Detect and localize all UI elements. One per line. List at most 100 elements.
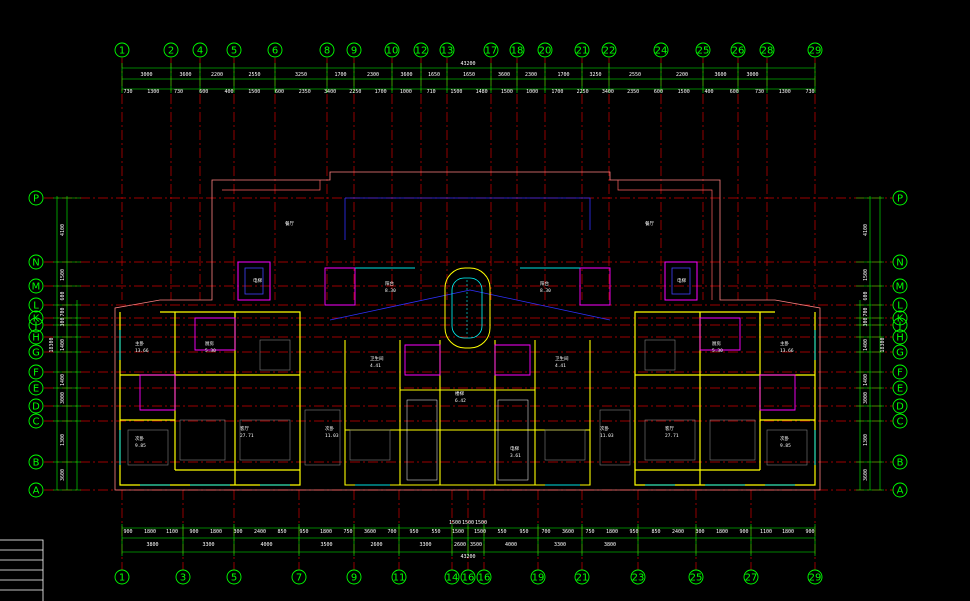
top-dimension-text: 2200 <box>676 72 688 78</box>
top-dimension-text-detail: 710 <box>427 89 436 95</box>
top-dimension-text: 3600 <box>498 72 510 78</box>
bottom-dimension-text-detail: 3600 <box>364 529 376 535</box>
right-dimension-text: 1500 <box>863 269 869 281</box>
axis-bubble-top <box>574 42 590 58</box>
svg-text:次卧: 次卧 <box>135 435 144 442</box>
axis-bubble-top <box>163 42 179 58</box>
top-dimension-text-detail: 1000 <box>400 89 412 95</box>
axis-bubble-row-label: H <box>32 333 40 344</box>
axis-bubble-bottom-label: 11 <box>393 573 406 584</box>
axis-bubble-top-label: 1 <box>119 46 125 57</box>
axis-bubble-top-label: 28 <box>761 46 774 57</box>
lower-stair-treads <box>406 399 529 481</box>
top-dimension-text-detail: 1300 <box>779 89 791 95</box>
svg-text:卫生间: 卫生间 <box>370 355 384 362</box>
axis-bubble-top <box>483 42 499 58</box>
bottom-dimension-text-detail: 950 <box>629 529 638 535</box>
axis-bubble-top <box>267 42 283 58</box>
axis-bubble-row-label: B <box>33 458 40 469</box>
axis-bubble-bottom <box>391 569 407 585</box>
axis-bubble-row <box>892 254 908 270</box>
top-dimension-text: 3250 <box>589 72 601 78</box>
axis-bubble-top <box>319 42 335 58</box>
svg-text:客厅: 客厅 <box>665 425 674 432</box>
axis-bubble-row <box>892 297 908 313</box>
bottom-dimension-text-detail: 1500 <box>452 529 464 535</box>
axis-bubble-bottom <box>807 569 823 585</box>
left-dimension-text: 300 <box>60 317 66 326</box>
axis-bubble-bottom-label: 21 <box>576 573 589 584</box>
axis-bubble-bottom <box>114 569 130 585</box>
svg-text:5.30: 5.30 <box>205 348 216 354</box>
axis-bubble-row <box>892 317 908 333</box>
svg-text:27.71: 27.71 <box>665 433 679 439</box>
axis-bubble-bottom <box>476 569 492 585</box>
dimension-ticks <box>53 63 884 556</box>
axis-bubble-top <box>759 42 775 58</box>
left-dimension-text: 3000 <box>60 392 66 404</box>
axis-bubble-row <box>892 190 908 206</box>
axis-bubble-row-label: G <box>896 348 904 359</box>
bottom-dimension-text-detail: 950 <box>299 529 308 535</box>
axis-bubble-top-label: 13 <box>441 46 454 57</box>
bottom-dimension-text-detail: 1800 <box>210 529 222 535</box>
bottom-dimension-text-detail: 700 <box>387 529 396 535</box>
right-dimension-text: 3000 <box>863 392 869 404</box>
axis-bubble-bottom <box>574 569 590 585</box>
bottom-dimension-text-detail: 2400 <box>254 529 266 535</box>
svg-text:13.66: 13.66 <box>135 348 149 354</box>
bottom-dimension-text-detail: 950 <box>519 529 528 535</box>
axis-bubble-row-label: B <box>897 458 904 469</box>
top-dimension-text: 2200 <box>211 72 223 78</box>
svg-text:次卧: 次卧 <box>325 425 334 432</box>
axis-bubble-top-label: 21 <box>576 46 589 57</box>
top-dimension-text-detail: 1480 <box>476 89 488 95</box>
top-dimension-text-detail: 600 <box>199 89 208 95</box>
bottom-center-dimension: 1500 <box>462 520 474 526</box>
axis-bubble-top-label: 17 <box>485 46 498 57</box>
top-dimension-text: 2550 <box>629 72 641 78</box>
top-dimension-text-detail: 2350 <box>299 89 311 95</box>
bottom-dimension-text: 4000 <box>505 542 517 548</box>
svg-text:5.30: 5.30 <box>712 348 723 354</box>
axis-bubble-top-label: 20 <box>539 46 552 57</box>
axis-bubble-bottom-label: 19 <box>532 573 545 584</box>
furniture-outlines <box>127 339 808 466</box>
left-dimension-text: 3600 <box>60 469 66 481</box>
upper-roof-outline <box>222 180 713 300</box>
right-dimension-text: 3600 <box>863 469 869 481</box>
right-dimension-text: 4100 <box>863 224 869 236</box>
axis-bubble-top-label: 25 <box>697 46 710 57</box>
bottom-dimension-text-detail: 900 <box>123 529 132 535</box>
bottom-dimension-text-detail: 300 <box>233 529 242 535</box>
axis-bubble-row <box>892 364 908 380</box>
axis-bubble-row <box>28 190 44 206</box>
top-dimension-text-detail: 600 <box>654 89 663 95</box>
top-dimension-text: 2300 <box>525 72 537 78</box>
axis-bubble-top-label: 9 <box>351 46 357 57</box>
top-dimension-text-detail: 730 <box>805 89 814 95</box>
axis-bubble-row <box>28 482 44 498</box>
axis-bubble-row <box>28 329 44 345</box>
svg-text:厨房: 厨房 <box>205 340 214 347</box>
axis-bubble-top <box>807 42 823 58</box>
axis-bubble-top <box>509 42 525 58</box>
bottom-dimension-text-detail: 3600 <box>562 529 574 535</box>
bottom-total-dimension: 43200 <box>460 554 475 560</box>
axis-bubble-bottom <box>226 569 242 585</box>
bottom-dimension-text: 3500 <box>320 542 332 548</box>
axis-bubble-row-label: E <box>33 384 39 395</box>
axis-bubble-row <box>28 254 44 270</box>
axis-bubble-row <box>28 310 44 326</box>
right-dimension-text: 300 <box>863 317 869 326</box>
axis-bubble-top-label: 10 <box>386 46 399 57</box>
top-dimension-text-detail: 1700 <box>551 89 563 95</box>
axis-bubble-row <box>892 413 908 429</box>
svg-text:次卧: 次卧 <box>780 435 789 442</box>
left-dimension-text: 1400 <box>60 339 66 351</box>
axis-bubble-top-label: 18 <box>511 46 524 57</box>
left-dimension-text: 4100 <box>60 224 66 236</box>
top-dimension-text-detail: 3400 <box>324 89 336 95</box>
